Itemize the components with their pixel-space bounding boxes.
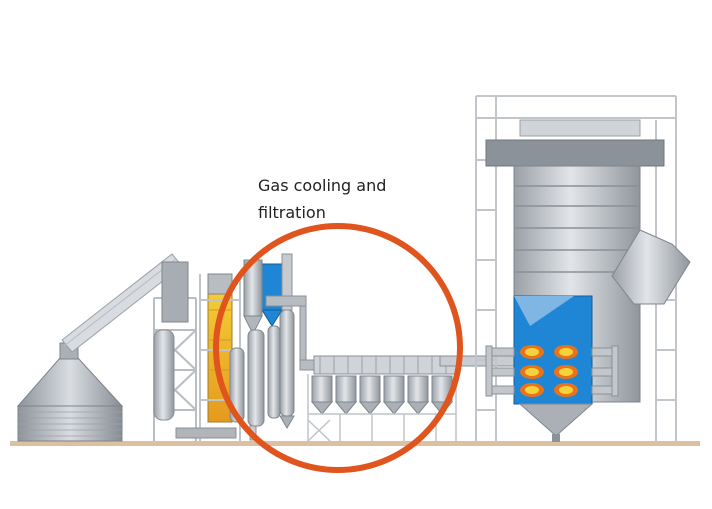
dryer-vessel <box>154 330 174 420</box>
caption-label: Gas cooling and filtration <box>258 172 438 226</box>
flame-icon <box>520 383 544 397</box>
feed-hopper <box>162 262 188 322</box>
flame-icon <box>520 365 544 379</box>
flame-icon <box>520 345 544 359</box>
caption-line-1: Gas cooling and <box>258 172 438 199</box>
ground-line <box>10 441 700 446</box>
flame-icon <box>554 365 578 379</box>
boiler-roof-drum <box>520 120 640 136</box>
boiler-vessel <box>486 140 690 442</box>
flame-icon <box>554 345 578 359</box>
flame-icon <box>554 383 578 397</box>
caption-line-2: filtration <box>258 199 438 226</box>
storage-silo <box>18 343 122 441</box>
base-skid <box>176 428 236 438</box>
